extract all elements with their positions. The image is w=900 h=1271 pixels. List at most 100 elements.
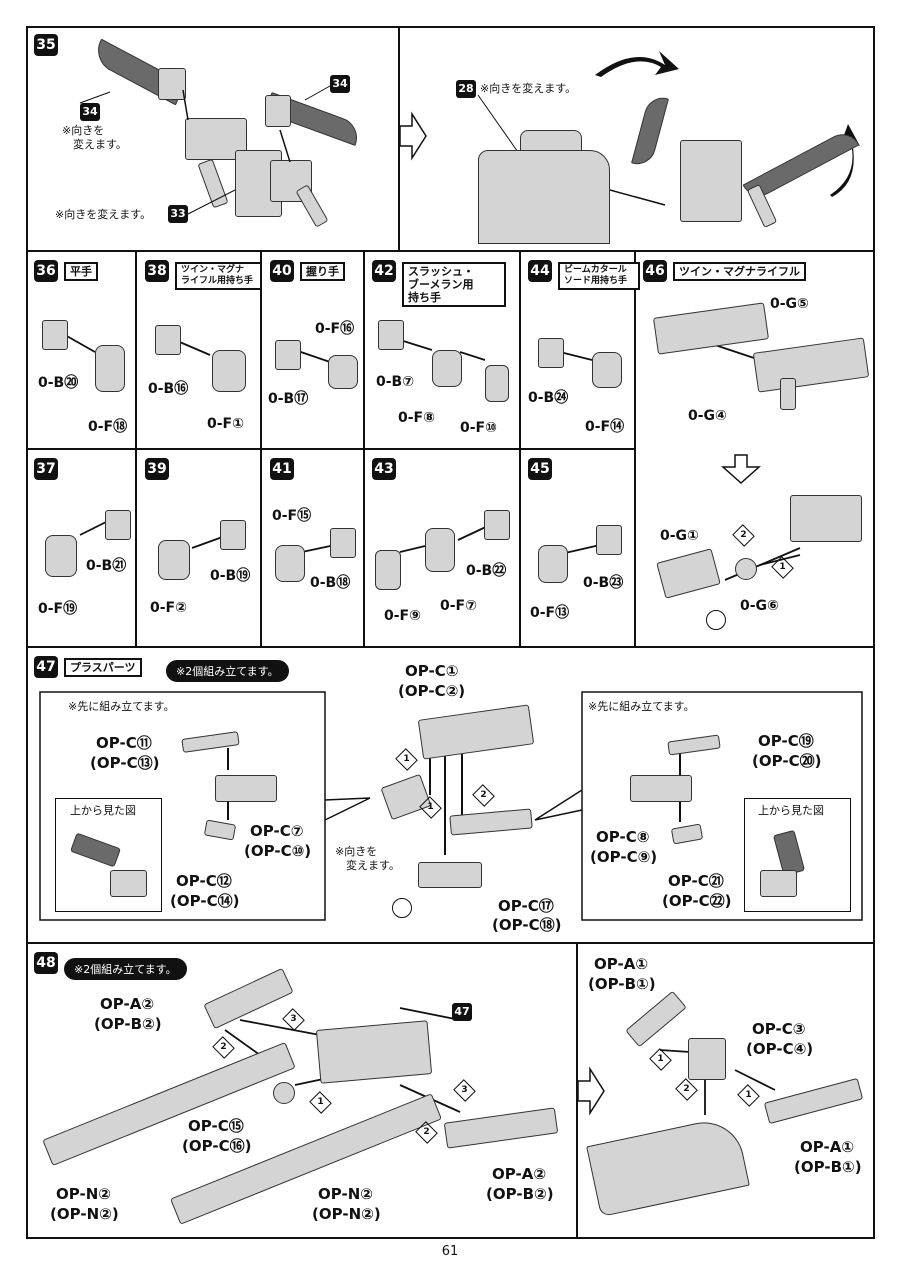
instruction-note: ※向きを変えます。 — [55, 208, 152, 221]
part-label: 0-F⑮ — [272, 508, 312, 524]
hand-part — [105, 510, 131, 540]
part-ref: 34 — [80, 103, 100, 121]
part-label: (OP-B①) — [794, 1158, 862, 1176]
part-label: 0-B㉔ — [528, 390, 569, 406]
blade-mount — [158, 68, 186, 100]
part-label: 0-B⑱ — [310, 575, 351, 591]
part-label: OP-C⑧ — [596, 828, 650, 846]
part-label: (OP-C⑱) — [492, 916, 562, 934]
divider — [28, 646, 873, 648]
rifle-assembled — [790, 495, 862, 542]
part-label: OP-C③ — [752, 1020, 806, 1038]
part-label: 0-B㉑ — [86, 558, 127, 574]
blade-mount — [265, 95, 291, 127]
backpack-part — [680, 140, 742, 222]
part-ref: 34 — [330, 75, 350, 93]
part-label: (OP-C⑳) — [752, 752, 822, 770]
part-label: 0-B⑳ — [38, 375, 79, 391]
part-label: OP-C㉑ — [668, 872, 724, 890]
core-part — [315, 1020, 433, 1084]
part-label: 0-F⑲ — [38, 601, 78, 617]
hand-part — [596, 525, 622, 555]
divider — [135, 251, 137, 646]
part-label: OP-A① — [594, 955, 649, 973]
part-label: (OP-N②) — [312, 1205, 381, 1223]
divider — [260, 251, 262, 646]
rifle-grip — [780, 378, 796, 410]
divider — [28, 250, 873, 252]
divider — [519, 251, 521, 646]
step-number: 38 — [145, 260, 169, 282]
part-label: (OP-C④) — [746, 1040, 814, 1058]
instruction-note: ※向きを 変えます。 — [62, 124, 127, 151]
step-title: ビームカタール ソード用持ち手 — [558, 262, 640, 290]
page-frame — [26, 26, 875, 1239]
hand-part — [538, 545, 568, 583]
hand-part — [432, 350, 462, 387]
part-label: 0-B⑯ — [148, 381, 189, 397]
part-label: (OP-B②) — [486, 1185, 554, 1203]
hand-part — [45, 535, 77, 577]
part-label: (OP-N②) — [50, 1205, 119, 1223]
step-title: 握り手 — [300, 262, 345, 281]
plus-part — [630, 775, 692, 802]
part-label: (OP-B②) — [94, 1015, 162, 1033]
part-label: OP-N② — [318, 1185, 373, 1203]
part-label: OP-A② — [100, 995, 155, 1013]
hand-part — [485, 365, 509, 402]
hand-part — [375, 550, 401, 590]
instruction-note: ※向きを変えます。 — [480, 82, 577, 95]
part-label: (OP-C⑭) — [170, 892, 240, 910]
step-title: ツイン・マグナ ライフル用持ち手 — [175, 262, 262, 290]
step-number: 46 — [643, 260, 667, 282]
part-label: OP-N② — [56, 1185, 111, 1203]
part-label: 0-F⑩ — [460, 420, 497, 436]
part-label: 0-G⑥ — [740, 598, 779, 614]
hand-part — [95, 345, 125, 392]
part-label: OP-A① — [800, 1138, 855, 1156]
hand-part — [538, 338, 564, 368]
instruction-note: ※向きを 変えます。 — [335, 845, 400, 872]
hand-part — [42, 320, 68, 350]
part-ref: 33 — [168, 205, 188, 223]
step-number: 41 — [270, 458, 294, 480]
part-label: 0-G④ — [688, 408, 727, 424]
step-title: 平手 — [64, 262, 98, 281]
hand-part — [212, 350, 246, 392]
top-view-label: 上から見た図 — [70, 804, 136, 817]
part-label: OP-C① — [405, 662, 459, 680]
instruction-pill: ※2個組み立てます。 — [166, 660, 289, 682]
hand-part — [425, 528, 455, 572]
hand-part — [275, 340, 301, 370]
part-label: OP-C⑮ — [188, 1117, 244, 1135]
part-label: OP-C⑲ — [758, 732, 814, 750]
part-label: (OP-C⑩) — [244, 842, 312, 860]
step-number: 42 — [372, 260, 396, 282]
step-title: プラスパーツ — [64, 658, 142, 677]
part-label: OP-A② — [492, 1165, 547, 1183]
part-label: (OP-C⑬) — [90, 754, 160, 772]
top-view-label: 上から見た図 — [758, 804, 824, 817]
gundam-torso — [478, 150, 610, 244]
part-label: 0-G⑤ — [770, 296, 809, 312]
step-number: 40 — [270, 260, 294, 282]
step-title: ツイン・マグナライフル — [673, 262, 806, 281]
instruction-note: ※先に組み立てます。 — [68, 700, 175, 713]
no-glue-icon — [706, 610, 726, 630]
part-label: 0-F⑯ — [315, 321, 355, 337]
divider — [28, 448, 635, 450]
step-number: 36 — [34, 260, 58, 282]
part-label: 0-F⑦ — [440, 598, 477, 614]
step-title: スラッシュ・ ブーメラン用 持ち手 — [402, 262, 506, 307]
connector-part — [273, 1082, 295, 1104]
instruction-pill: ※2個組み立てます。 — [64, 958, 187, 980]
part-label: (OP-C②) — [398, 682, 466, 700]
part-ref: 47 — [452, 1003, 472, 1021]
plus-part — [418, 862, 482, 888]
rifle-ring — [735, 558, 757, 580]
plus-part — [760, 870, 797, 897]
page-number: 61 — [441, 1244, 459, 1259]
hand-part — [155, 325, 181, 355]
part-label: OP-C⑰ — [498, 897, 554, 915]
core-part — [688, 1038, 726, 1080]
